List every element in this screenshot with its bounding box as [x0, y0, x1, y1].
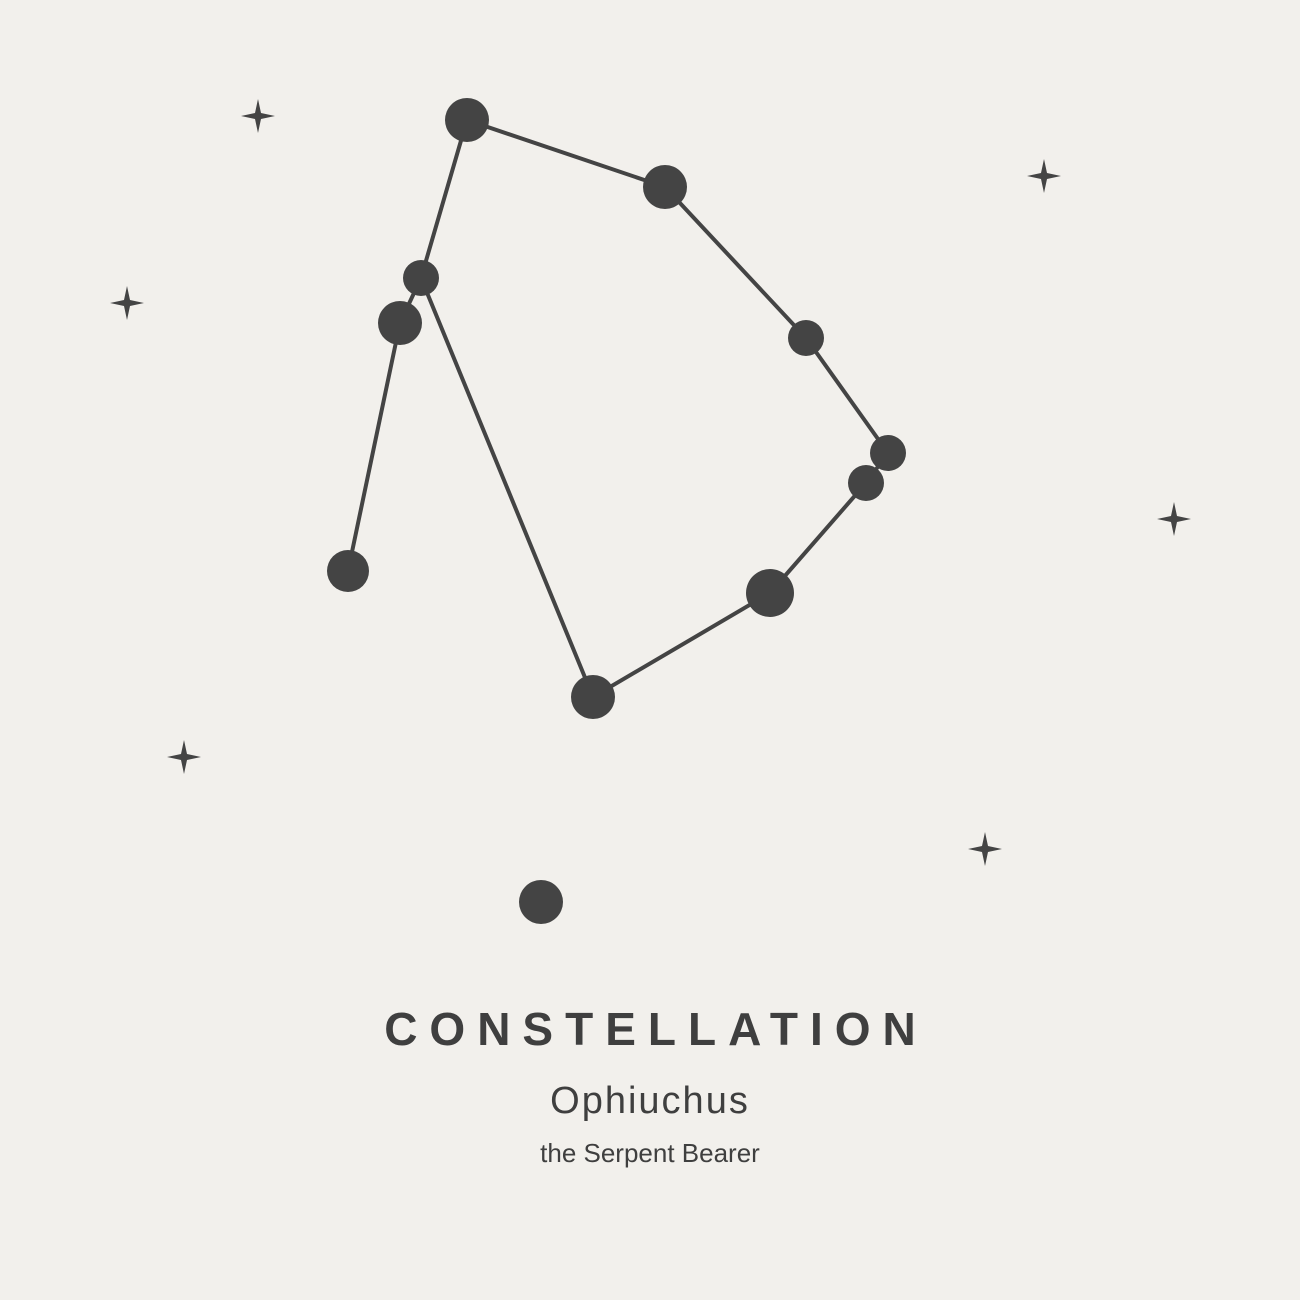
star: [571, 675, 615, 719]
constellation-name: Ophiuchus: [550, 1080, 750, 1122]
star: [403, 260, 439, 296]
constellation-line: [663, 185, 808, 340]
constellation-line: [804, 336, 890, 455]
sparkle-icon: [1027, 159, 1061, 193]
star: [870, 435, 906, 471]
constellation-line: [419, 276, 595, 699]
constellation-stars: [327, 98, 906, 924]
sparkle-icon: [1157, 502, 1191, 536]
star: [327, 550, 369, 592]
constellation-lines: [346, 118, 890, 699]
constellation-heading: CONSTELLATION: [384, 1003, 928, 1055]
star: [848, 465, 884, 501]
constellation-line: [768, 481, 868, 595]
star: [445, 98, 489, 142]
sparkle-icon: [241, 99, 275, 133]
sparkle-icon: [167, 740, 201, 774]
star: [519, 880, 563, 924]
star: [643, 165, 687, 209]
sparkle-icon: [110, 286, 144, 320]
star: [788, 320, 824, 356]
constellation-line: [465, 118, 667, 189]
constellation-line: [419, 118, 469, 280]
constellation-line: [591, 591, 772, 699]
star: [378, 301, 422, 345]
star: [746, 569, 794, 617]
constellation-subtitle: the Serpent Bearer: [540, 1138, 760, 1168]
sparkle-icon: [968, 832, 1002, 866]
sparkles: [110, 99, 1191, 866]
constellation-line: [346, 321, 402, 573]
